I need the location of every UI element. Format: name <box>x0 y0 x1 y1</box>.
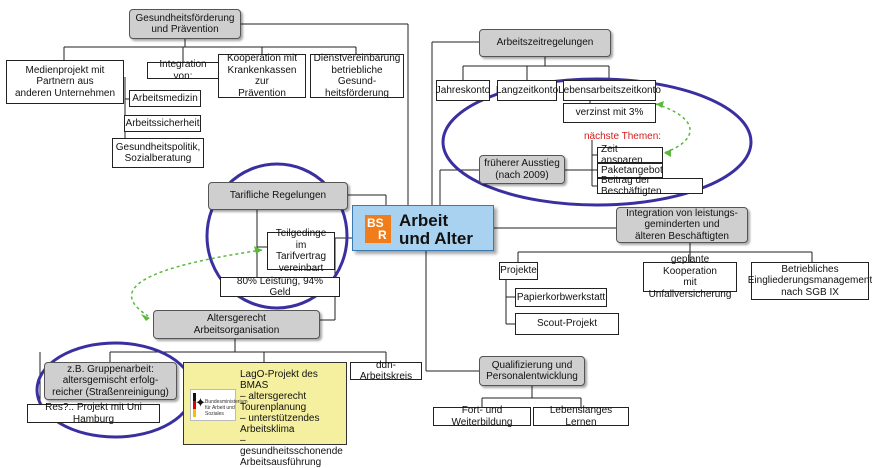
bmas-logo: ✦ Bundesministerium für Arbeit und Sozia… <box>190 389 248 421</box>
node-integration-leistungsgeminderte[interactable]: Integration von leistungs- geminderten u… <box>616 207 748 243</box>
ministry-label: Bundesministerium für Arbeit und Soziale… <box>205 399 248 417</box>
node-eingliederungsmanagement[interactable]: Betriebliches Eingliederungsmanagement n… <box>748 262 872 300</box>
logo-text-bottom: R <box>378 228 387 242</box>
node-gesundheitsfoerderung[interactable]: Gesundheitsförderung und Prävention <box>129 9 241 39</box>
mindmap-canvas: { "central": {"logo_top": "BS", "logo_bo… <box>6 9 872 468</box>
central-title-line2: und Alter <box>399 229 473 248</box>
highlight-ellipse-tariflich <box>205 162 349 310</box>
bsr-logo: BS R <box>365 215 391 243</box>
node-frueherer-ausstieg[interactable]: früherer Ausstieg (nach 2009) <box>479 155 565 184</box>
node-leistung-geld[interactable]: 80% Leistung, 94% Geld <box>220 276 340 298</box>
node-res-projekt[interactable]: Res?.. Projekt mit Uni Hamburg <box>27 402 160 425</box>
naechste-themen-label: nächste Themen: <box>584 131 662 142</box>
dotted-arrow-tariflich <box>131 249 263 317</box>
node-teilgedinge[interactable]: Teilgedinge im Tarifvertrag vereinbart <box>267 228 335 274</box>
lago-title: LagO-Projekt des BMAS <box>240 369 318 391</box>
flag-stripe <box>193 393 196 417</box>
node-arbeitszeitregelungen[interactable]: Arbeitszeitregelungen <box>479 29 611 57</box>
central-node-arbeit-und-alter[interactable]: BS R Arbeit und Alter <box>352 205 494 251</box>
node-gesundheitspolitik[interactable]: Gesundheitspolitik, Sozialberatung <box>112 138 204 168</box>
dotted-arrows <box>131 103 691 317</box>
node-verzinst[interactable]: verzinst mit 3% <box>563 103 656 123</box>
lago-bullet: – altersgerecht Tourenplanung <box>240 391 307 413</box>
node-scout-projekt[interactable]: Scout-Projekt <box>515 313 619 335</box>
dotted-arrow-heads <box>141 101 671 321</box>
node-lebensarbeitszeitkonto[interactable]: Lebensarbeitszeitkonto <box>558 80 661 101</box>
eagle-icon: ✦ <box>195 395 206 410</box>
node-projekte[interactable]: Projekte <box>499 262 538 280</box>
logo-text-top: BS <box>367 216 384 230</box>
node-beitrag[interactable]: Beitrag der Beschäftigten <box>597 175 703 197</box>
node-paketangebot[interactable]: Paketangebot <box>597 163 663 178</box>
node-arbeitssicherheit[interactable]: Arbeitssicherheit <box>124 115 201 132</box>
node-jahreskonto[interactable]: Jahreskonto <box>436 80 490 101</box>
dotted-arrow-zeitkonto <box>655 103 691 154</box>
node-qualifizierung[interactable]: Qualifizierung und Personalentwicklung <box>479 356 585 386</box>
node-papierkorbwerkstatt[interactable]: Papierkorbwerkstatt <box>515 288 607 307</box>
node-zeit-ansparen[interactable]: Zeit ansparen <box>597 144 663 166</box>
node-gruppenarbeit[interactable]: z.B. Gruppenarbeit: altersgemischt erfol… <box>44 362 177 400</box>
node-lago-projekt[interactable]: ✦ Bundesministerium für Arbeit und Sozia… <box>183 362 347 468</box>
node-tarifliche-regelungen[interactable]: Tarifliche Regelungen <box>208 182 348 210</box>
node-altersgerecht-arbeitsorganisation[interactable]: Altersgerecht Arbeitsorganisation <box>153 310 320 339</box>
node-kooperation-unfallversicherung[interactable]: geplante Kooperation mit Unfallversicher… <box>643 254 737 300</box>
node-fort-weiterbildung[interactable]: Fort- und Weiterbildung <box>433 405 531 428</box>
node-ddn-arbeitskreis[interactable]: ddn-Arbeitskreis <box>350 360 422 382</box>
node-langzeitkonto[interactable]: Langzeitkonto <box>496 80 558 101</box>
lago-bullet: – gesundheitsschonende Arbeitsausführung <box>240 435 343 468</box>
node-medienprojekt[interactable]: Medienprojekt mit Partnern aus anderen U… <box>6 60 124 104</box>
highlight-ellipse-lebensarbeitszeit <box>441 77 753 207</box>
node-dienstvereinbarung[interactable]: Dienstvereinbarung betriebliche Gesund- … <box>310 53 404 99</box>
central-title: Arbeit und Alter <box>399 212 473 248</box>
node-kooperation-krankenkassen[interactable]: Kooperation mit Krankenkassen zur Präven… <box>218 53 306 99</box>
node-lebenslanges-lernen[interactable]: Lebenslanges Lernen <box>533 405 629 428</box>
lago-bullet: – unterstützendes Arbeitsklima <box>240 413 320 435</box>
connector-lines <box>31 23 813 413</box>
lago-text: LagO-Projekt des BMAS – altersgerecht To… <box>240 369 344 468</box>
central-title-line1: Arbeit <box>399 211 449 230</box>
node-arbeitsmedizin[interactable]: Arbeitsmedizin <box>129 90 201 107</box>
node-integration-von[interactable]: Integration von: <box>147 59 219 82</box>
